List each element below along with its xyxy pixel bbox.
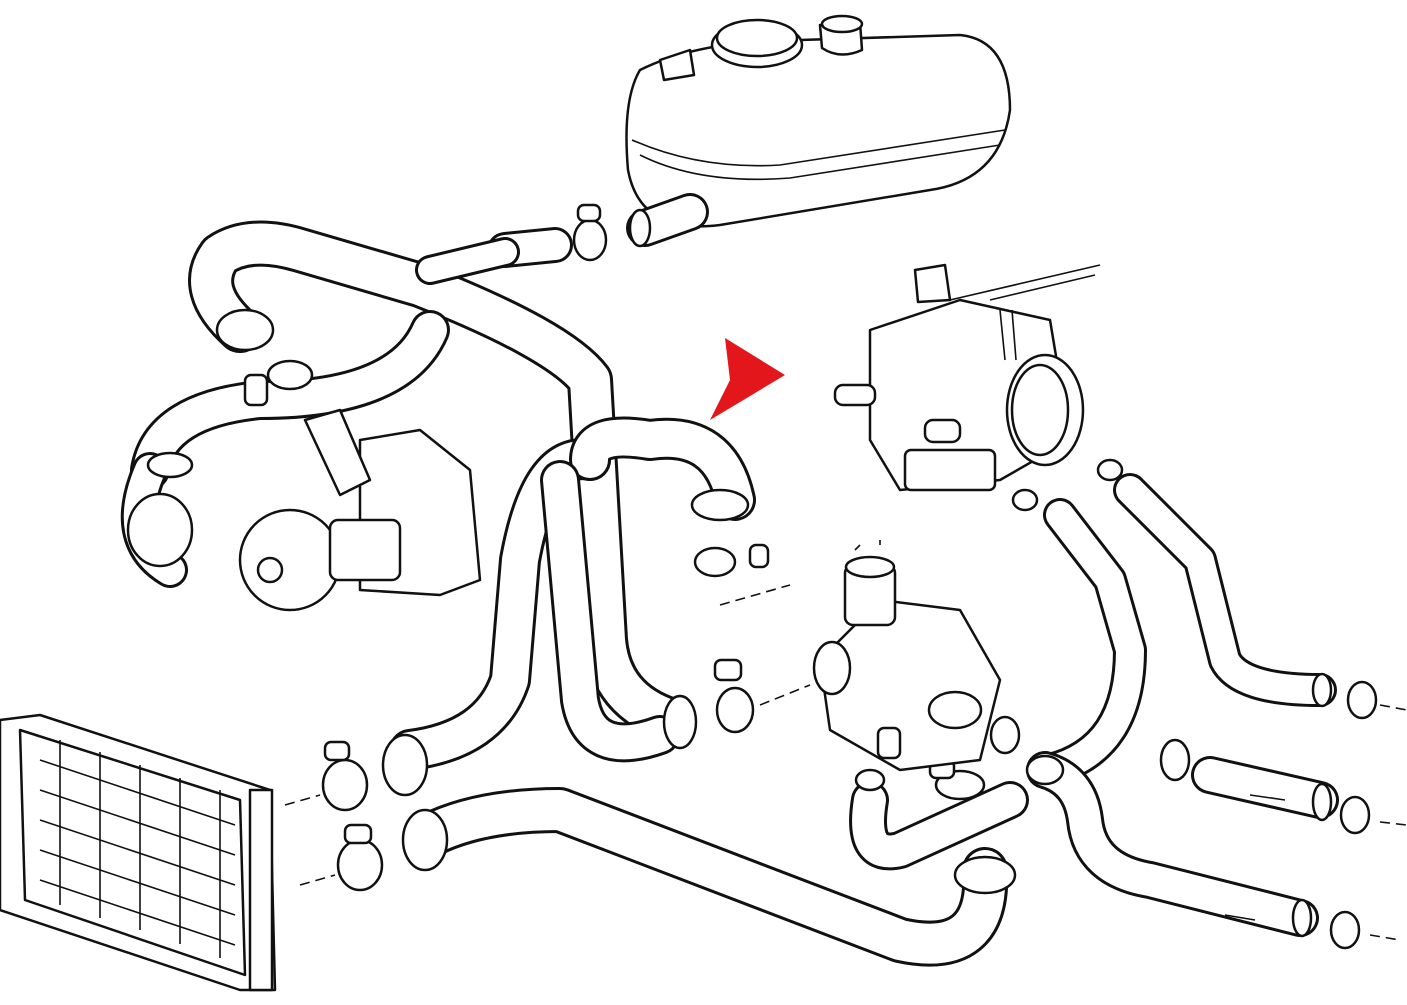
clamp [146, 451, 194, 479]
clamp [572, 203, 608, 262]
throttle-body [833, 263, 1101, 492]
clamp [321, 740, 369, 812]
clamp [693, 543, 770, 578]
clamp [713, 658, 755, 734]
clamp [1339, 795, 1371, 835]
hoses [120, 193, 1339, 967]
clamp [1346, 680, 1378, 720]
clamp [1011, 488, 1039, 512]
clamp [243, 359, 314, 407]
clamp [1159, 738, 1191, 782]
clamp [989, 715, 1021, 755]
clamp [336, 823, 384, 892]
leader-lines [284, 584, 1407, 941]
hose-ends [126, 208, 1333, 938]
radiator [0, 713, 277, 992]
clamp [1329, 910, 1361, 950]
hose-clamps [146, 203, 1378, 950]
water-pump [238, 408, 482, 612]
expansion-tank [625, 14, 1012, 228]
pointer-arrow-icon [710, 338, 785, 420]
clamp [854, 768, 886, 792]
thermostat-housing [812, 540, 1002, 772]
clamp [1096, 458, 1124, 482]
